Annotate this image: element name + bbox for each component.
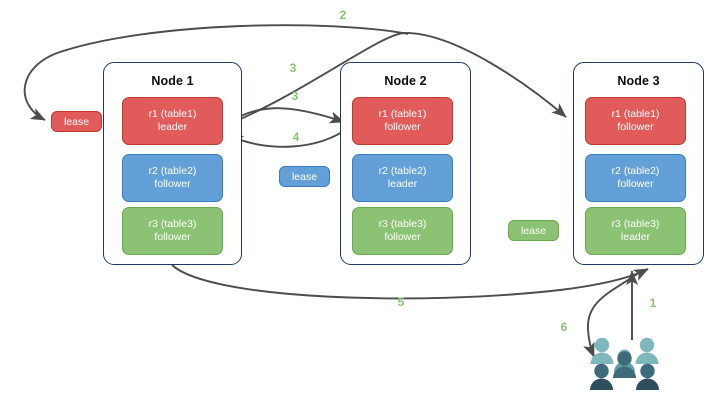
arrow-step-3-node2 (223, 107, 345, 127)
users-icon (590, 337, 659, 390)
lease-label: lease (520, 224, 547, 237)
step-label-3b: 3 (291, 89, 299, 103)
step-label-2: 2 (339, 8, 347, 22)
replica-role: leader (387, 178, 418, 190)
replica-name: r1 (table1) (611, 108, 660, 120)
step-label-4: 4 (292, 130, 300, 144)
replica-name: r3 (table3) (611, 218, 660, 230)
replica-n3r1[interactable]: r1 (table1) follower (585, 97, 686, 145)
replica-name: r1 (table1) (148, 108, 197, 120)
replica-n3r3[interactable]: r3 (table3) leader (585, 207, 686, 255)
replica-role: follower (384, 231, 421, 243)
replica-name: r1 (table1) (378, 108, 427, 120)
replica-name: r2 (table2) (611, 165, 660, 177)
replica-role: follower (617, 121, 654, 133)
replica-n1r3[interactable]: r3 (table3) follower (122, 207, 223, 255)
node-title: Node 2 (384, 74, 427, 88)
step-label-1: 1 (649, 296, 657, 310)
lease-label: lease (63, 115, 90, 128)
lease-badge-r3[interactable]: lease (508, 220, 559, 241)
lease-badge-r2[interactable]: lease (279, 166, 330, 187)
replica-n1r2[interactable]: r2 (table2) follower (122, 154, 223, 202)
replica-n2r1[interactable]: r1 (table1) follower (352, 97, 453, 145)
replica-role: follower (384, 121, 421, 133)
step-label-6: 6 (560, 320, 568, 334)
replica-name: r2 (table2) (148, 165, 197, 177)
step-label-5: 5 (397, 295, 405, 309)
replica-role: follower (617, 178, 654, 190)
replica-n1r1[interactable]: r1 (table1) leader (122, 97, 223, 145)
lease-label: lease (291, 170, 318, 183)
replica-name: r2 (table2) (378, 165, 427, 177)
replica-n3r2[interactable]: r2 (table2) follower (585, 154, 686, 202)
replica-role: leader (157, 121, 188, 133)
replica-role: follower (154, 178, 191, 190)
replica-name: r3 (table3) (148, 218, 197, 230)
replica-n2r2[interactable]: r2 (table2) leader (352, 154, 453, 202)
node-title: Node 3 (617, 74, 660, 88)
replica-name: r3 (table3) (378, 218, 427, 230)
step-label-3a: 3 (289, 61, 297, 75)
replica-role: leader (620, 231, 651, 243)
node-title: Node 1 (151, 74, 194, 88)
arrow-step-5 (171, 264, 649, 300)
lease-badge-r1[interactable]: lease (51, 111, 102, 132)
replica-role: follower (154, 231, 191, 243)
replica-n2r3[interactable]: r3 (table3) follower (352, 207, 453, 255)
